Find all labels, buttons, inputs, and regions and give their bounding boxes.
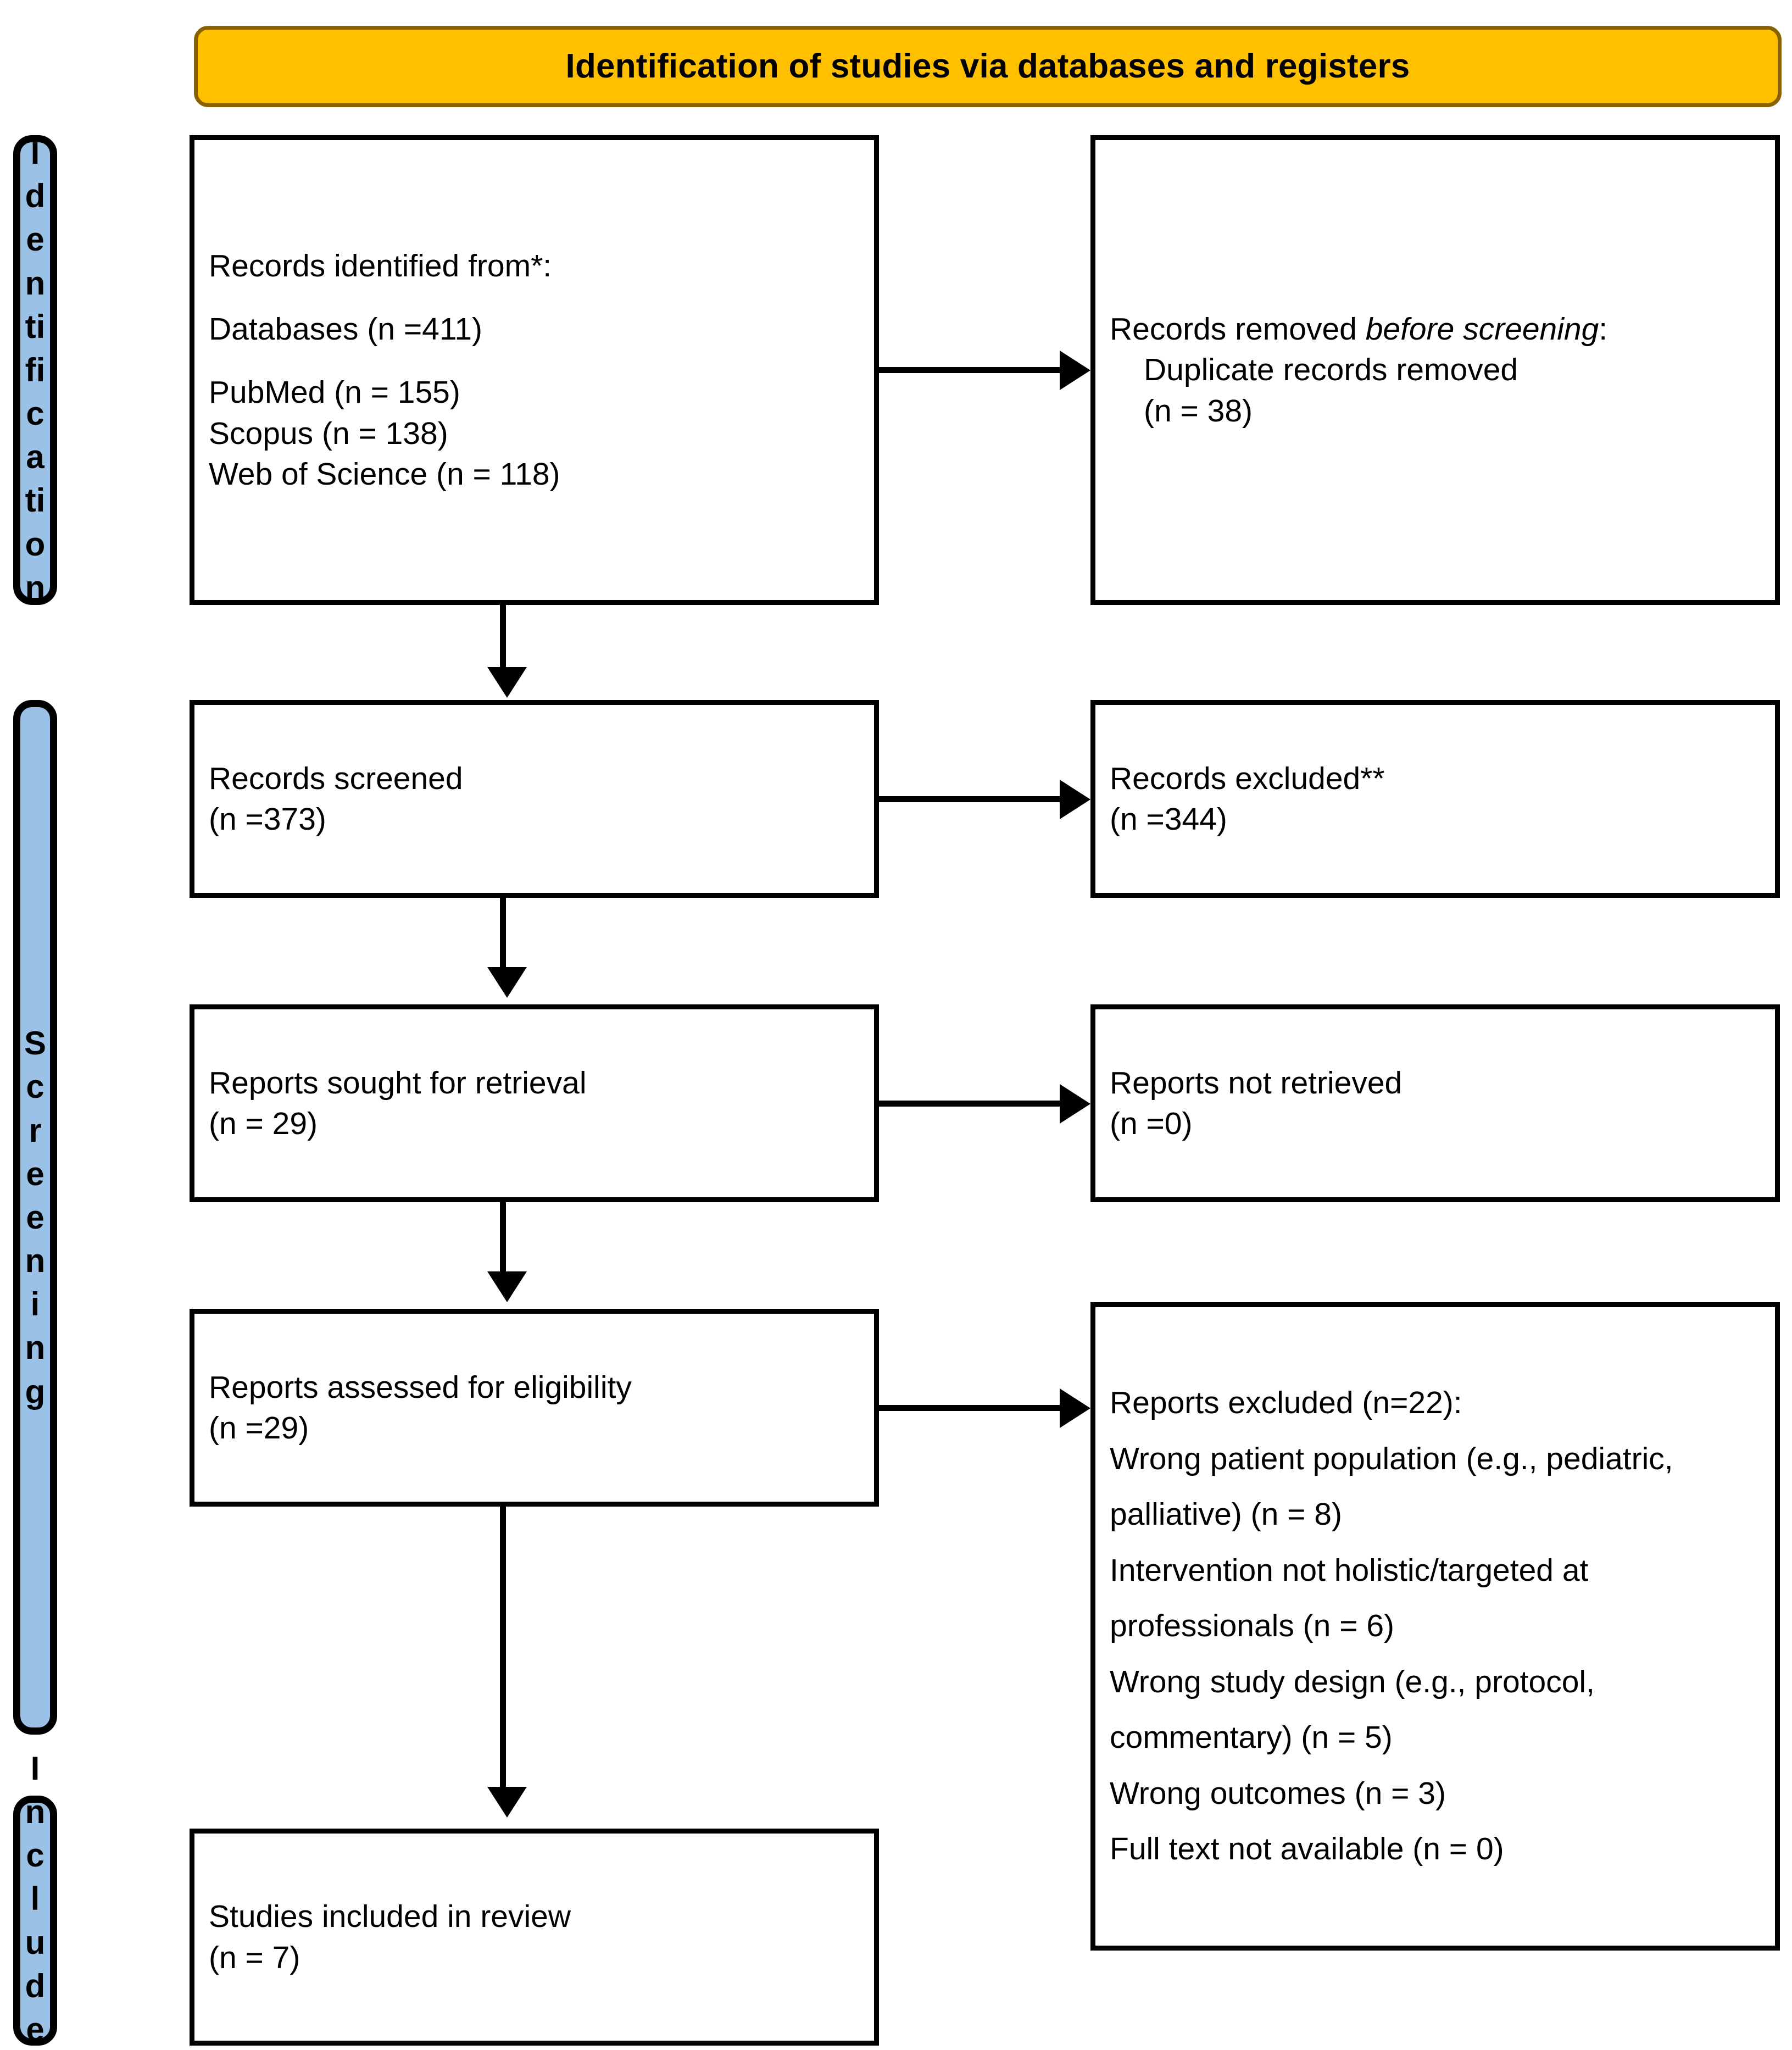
studies-included-count: (n = 7): [209, 1940, 300, 1975]
phase-label-screening-text: Screening: [24, 1025, 47, 1410]
records-removed-heading: Records removed before screening:: [1110, 309, 1761, 349]
reports-assessed-label: Reports assessed for eligibility: [209, 1369, 632, 1405]
records-identified-wos: Web of Science (n = 118): [209, 456, 560, 492]
phase-label-included: Included: [13, 1750, 57, 2048]
reports-excluded-heading: Reports excluded (n=22):: [1110, 1385, 1462, 1421]
records-excluded-label: Records excluded**: [1110, 760, 1385, 796]
phase-label-screening: Screening: [13, 700, 57, 1735]
box-records-identified: Records identified from*: Databases (n =…: [190, 135, 879, 605]
banner-title: Identification of studies via databases …: [565, 47, 1410, 85]
records-identified-pubmed: PubMed (n = 155): [209, 375, 460, 410]
header-banner: Identification of studies via databases …: [194, 26, 1782, 107]
duplicate-records-count: (n = 38): [1144, 393, 1253, 429]
spacer-2: [209, 349, 860, 372]
records-removed-colon: :: [1599, 312, 1608, 347]
box-records-screened: Records screened (n =373): [190, 700, 879, 898]
box-studies-included: Studies included in review (n = 7): [190, 1829, 879, 2046]
records-excluded-count: (n =344): [1110, 802, 1227, 837]
reports-not-retrieved-label: Reports not retrieved: [1110, 1065, 1403, 1101]
exclusion-reason-population: Wrong patient population (e.g., pediatri…: [1110, 1441, 1673, 1532]
reports-not-retrieved-count: (n =0): [1110, 1106, 1193, 1141]
phase-label-identification: Identification: [13, 134, 57, 606]
phase-label-included-text: Included: [25, 1749, 46, 2048]
records-identified-databases: Databases (n =411): [209, 312, 482, 347]
box-reports-sought: Reports sought for retrieval (n = 29): [190, 1004, 879, 1202]
records-screened-count: (n =373): [209, 802, 326, 837]
records-screened-label: Records screened: [209, 760, 463, 796]
spacer-1: [209, 286, 860, 309]
duplicate-records-removed: Duplicate records removed: [1144, 352, 1518, 388]
reports-sought-label: Reports sought for retrieval: [209, 1065, 587, 1101]
records-identified-heading: Records identified from*:: [209, 248, 552, 284]
reports-sought-count: (n = 29): [209, 1106, 318, 1141]
phase-label-identification-text: Identification: [25, 134, 46, 606]
box-reports-excluded-reasons: Reports excluded (n=22): Wrong patient p…: [1090, 1302, 1780, 1951]
exclusion-reason-fulltext: Full text not available (n = 0): [1110, 1831, 1504, 1867]
box-records-excluded: Records excluded** (n =344): [1090, 700, 1780, 898]
box-reports-assessed: Reports assessed for eligibility (n =29): [190, 1309, 879, 1507]
box-records-removed: Records removed before screening: Duplic…: [1090, 135, 1780, 605]
records-identified-scopus: Scopus (n = 138): [209, 415, 448, 451]
records-removed-lead: Records removed: [1110, 312, 1366, 347]
records-removed-italic: before screening: [1365, 312, 1599, 347]
studies-included-label: Studies included in review: [209, 1899, 571, 1935]
exclusion-reason-intervention: Intervention not holistic/targeted at pr…: [1110, 1552, 1589, 1644]
exclusion-reason-design: Wrong study design (e.g., protocol, comm…: [1110, 1664, 1595, 1755]
exclusion-reason-outcomes: Wrong outcomes (n = 3): [1110, 1775, 1446, 1811]
reports-assessed-count: (n =29): [209, 1410, 309, 1446]
box-reports-not-retrieved: Reports not retrieved (n =0): [1090, 1004, 1780, 1202]
